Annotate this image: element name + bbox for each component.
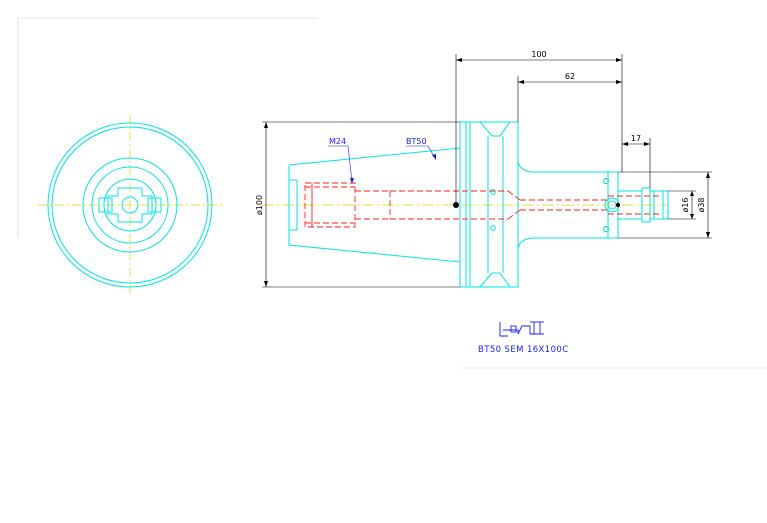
dim-overall-length: 100 <box>531 50 546 59</box>
dim-body-length: 62 <box>565 72 575 81</box>
dim-taper-diameter: ø100 <box>255 195 264 215</box>
dimension-lines <box>262 54 712 288</box>
callout-thread-label: M24 <box>329 137 346 146</box>
dim-bore-depth: 17 <box>631 134 641 143</box>
callout-thread <box>328 145 353 183</box>
side-view <box>262 121 669 288</box>
sheet-border <box>17 17 767 369</box>
end-view-centerlines <box>38 115 222 295</box>
dimension-labels: 100 62 17 ø100 ø16 ø38 <box>255 50 706 215</box>
dim-bore-diameter: ø16 <box>681 197 690 212</box>
side-view-outline <box>288 121 669 288</box>
callouts: M24 BT50 <box>328 137 436 184</box>
title-part-name: BT50 SEM 16X100C <box>478 345 569 355</box>
company-logo <box>499 321 544 337</box>
gauge-point-2 <box>615 202 621 208</box>
title-block: BT50 SEM 16X100C <box>478 321 569 355</box>
side-view-hidden-lines <box>304 182 660 228</box>
end-view <box>38 115 222 295</box>
callout-taper-label: BT50 <box>406 137 427 146</box>
end-view-outline <box>47 122 213 288</box>
dim-nose-diameter: ø38 <box>697 197 706 212</box>
